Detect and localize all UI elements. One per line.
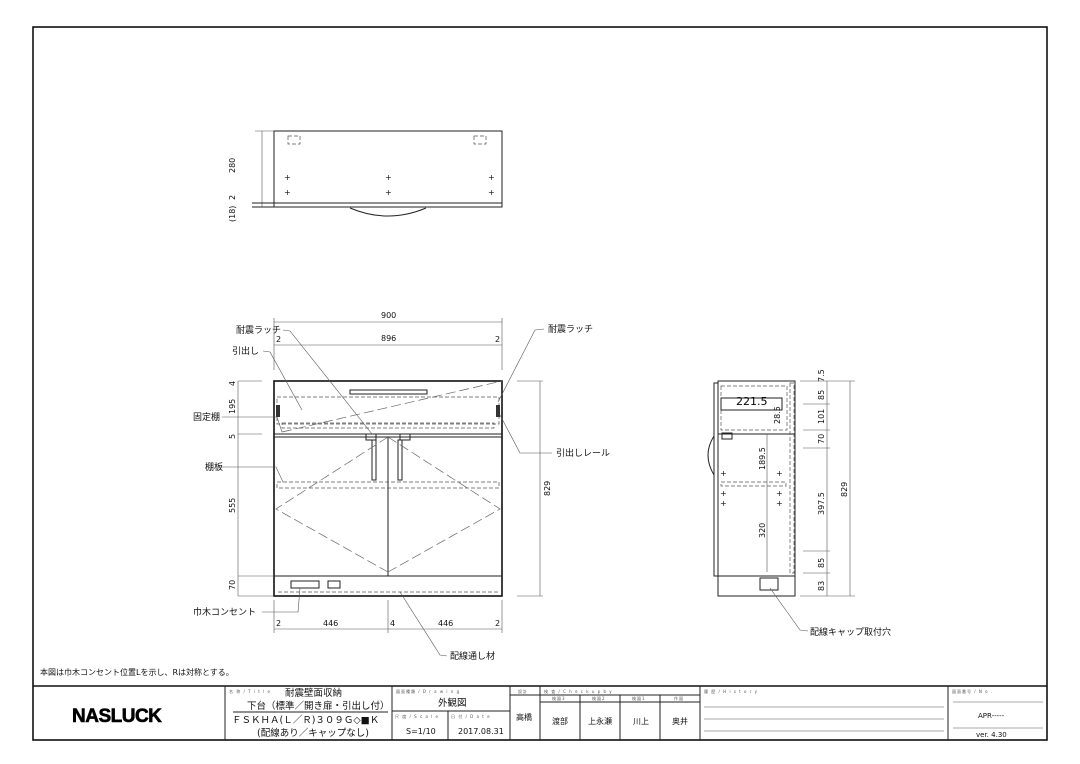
- svg-text:+: +: [488, 173, 495, 182]
- dim-5: 5: [228, 434, 237, 439]
- dim-189-5: 189.5: [758, 447, 767, 470]
- checker-name: 渡部: [552, 716, 568, 726]
- dim-18: (18): [228, 206, 237, 222]
- check-caption: 検 査 / C h e c k u p b y: [544, 688, 613, 694]
- dim-28-5: 28.5: [773, 406, 782, 424]
- svg-text:+: +: [284, 173, 291, 182]
- scale-value: S=1/10: [406, 727, 436, 736]
- dim-7-5: 7.5: [817, 369, 826, 382]
- drawing-note: 本図は巾木コンセント位置Lを示し、Rは対称とする。: [40, 667, 234, 677]
- dim-896: 896: [381, 334, 396, 343]
- checker-role: 検図2: [592, 695, 606, 701]
- dim-320: 320: [758, 523, 767, 538]
- svg-text:+: +: [385, 188, 392, 197]
- label-wiring-member: 配線通し材: [450, 650, 495, 662]
- svg-text:+: +: [720, 499, 727, 508]
- label-latch-right: 耐震ラッチ: [548, 323, 593, 335]
- label-baseboard-outlet: 巾木コンセント: [193, 606, 256, 618]
- label-shelf-board: 棚板: [205, 461, 223, 473]
- dim-221-5: 221.5: [736, 395, 768, 408]
- front-view: 900 896 2 2 4 195 5 555 70 829 2 446 4 4…: [193, 311, 610, 662]
- svg-text:+: +: [385, 173, 392, 182]
- dim-70-side: 70: [817, 434, 826, 444]
- svg-text:+: +: [720, 469, 727, 478]
- dim-829-side: 829: [840, 482, 849, 497]
- date-value: 2017.08.31: [458, 727, 504, 736]
- label-latch-left: 耐震ラッチ: [236, 324, 281, 336]
- side-view: ++++++ 221.5 28.5 189.5 320 7.5 85 101 7…: [707, 369, 891, 638]
- history-caption: 履 歴 / H i s t o r y: [704, 688, 758, 694]
- dim-555: 555: [228, 498, 237, 513]
- dim-101: 101: [817, 409, 826, 424]
- dim-b446b: 446: [438, 619, 453, 628]
- label-drawer: 引出し: [232, 345, 259, 357]
- svg-text:+: +: [776, 489, 783, 498]
- checker-name: 上永瀬: [588, 716, 612, 726]
- svg-text:+: +: [776, 469, 783, 478]
- drawing-caption: 図面種類 / D r a w i n g: [396, 688, 460, 694]
- dim-2-right: 2: [495, 335, 500, 344]
- dim-83: 83: [817, 581, 826, 591]
- dim-829: 829: [543, 481, 552, 496]
- title-line1: 耐震壁面収納: [285, 687, 342, 699]
- label-fixed-shelf: 固定棚: [193, 411, 220, 423]
- dim-2: 2: [228, 195, 237, 200]
- date-caption: 日 付 / D a t e: [451, 713, 491, 719]
- dim-85-bottom: 85: [817, 558, 826, 568]
- label-wiring-cap-hole: 配線キャップ取付穴: [810, 626, 891, 638]
- version: ver. 4.30: [976, 731, 1007, 739]
- dim-4: 4: [228, 381, 237, 386]
- checker-name: 奥井: [672, 716, 688, 726]
- checker-role: 検図3: [552, 695, 566, 701]
- number-caption: 図面番号 / N o .: [952, 688, 993, 694]
- drawing-number: APR-----: [978, 712, 1005, 720]
- dim-85-top: 85: [817, 390, 826, 400]
- label-drawer-rail: 引出しレール: [556, 447, 610, 459]
- svg-text:+: +: [776, 499, 783, 508]
- svg-text:+: +: [284, 188, 291, 197]
- checker-role: 作図: [674, 695, 684, 701]
- scale-caption: 尺 度 / S c a l e: [395, 713, 439, 719]
- dim-b446a: 446: [323, 619, 338, 628]
- dim-70: 70: [228, 580, 237, 590]
- title-line3: ＦＳＫＨＡ(Ｌ／Ｒ)３０９Ｇ◇■Ｋ: [232, 715, 379, 726]
- design-caption: 設計: [518, 688, 528, 694]
- svg-text:+: +: [488, 188, 495, 197]
- dim-b2a: 2: [276, 619, 281, 628]
- drawing-type: 外観図: [438, 697, 467, 709]
- dim-195: 195: [228, 399, 237, 414]
- dim-b4: 4: [390, 619, 395, 628]
- nasluck-logo: NASLUCK: [72, 706, 162, 727]
- dim-2-left: 2: [276, 335, 281, 344]
- title-caption: 名 称 / T i t l e: [229, 688, 271, 694]
- checker-name: 川上: [633, 717, 649, 726]
- dim-b2b: 2: [495, 619, 500, 628]
- dim-397-5: 397.5: [817, 492, 826, 515]
- dim-280: 280: [228, 158, 237, 173]
- svg-text:+: +: [720, 489, 727, 498]
- designer-name: 高橋: [516, 712, 532, 722]
- title-line2: 下台（標準／開き扉・引出し付）: [247, 700, 390, 712]
- top-view: + + + + + + 280 2 (18): [228, 130, 503, 222]
- title-line4: (配線あり／キャップなし): [257, 727, 369, 739]
- title-block: NASLUCK 名 称 / T i t l e 耐震壁面収納 下台（標準／開き扉…: [33, 685, 1047, 740]
- checker-role: 検図1: [632, 695, 646, 701]
- dim-900: 900: [381, 311, 396, 320]
